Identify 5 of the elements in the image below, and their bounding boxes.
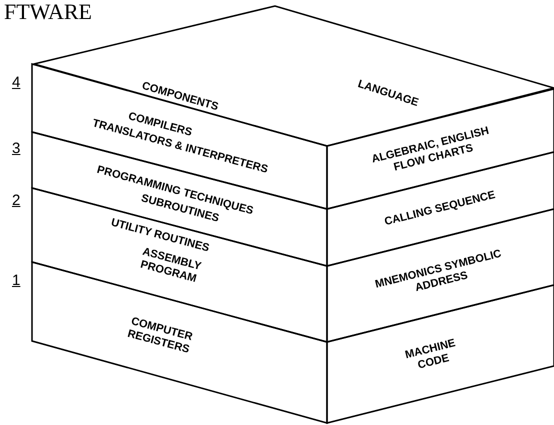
layer-number: 1 <box>12 272 20 289</box>
layer-number: 4 <box>12 74 20 91</box>
title-fragment: FTWARE <box>4 0 92 24</box>
layer-number: 3 <box>12 140 20 157</box>
layer-number: 2 <box>12 192 20 209</box>
